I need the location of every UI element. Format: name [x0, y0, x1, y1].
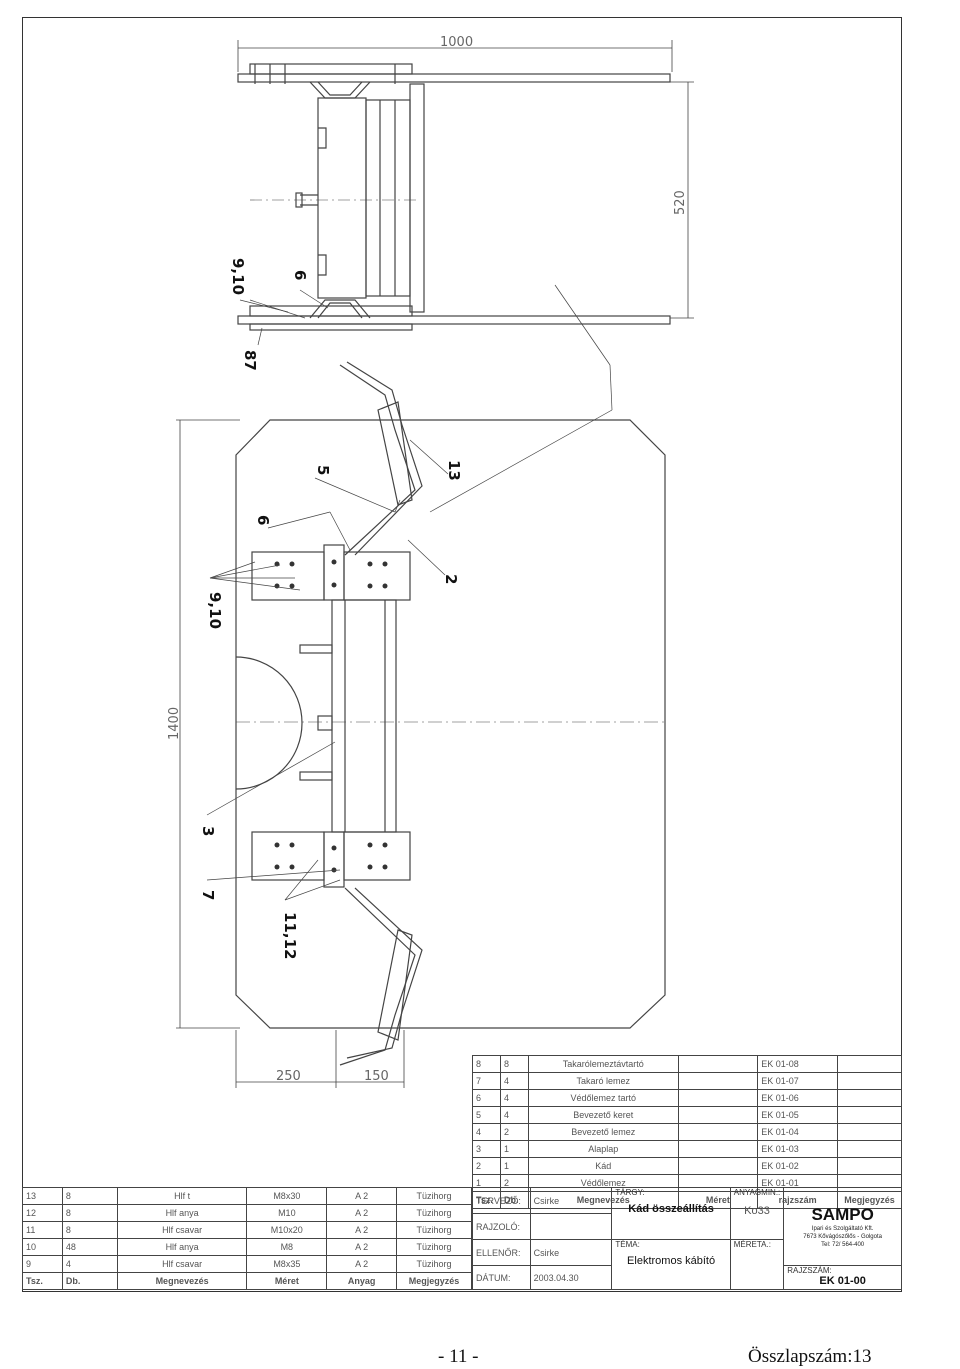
callout-label: 3 — [199, 826, 217, 836]
top-view — [237, 40, 694, 513]
callout-label: 13 — [445, 460, 463, 481]
callout-label: 11,12 — [281, 912, 299, 959]
callout-label: 6 — [291, 270, 309, 280]
title-row-ellenor: ELLENŐR: Csirke TÉMA: Elektromos kábító … — [472, 1239, 902, 1290]
title-block: TERVEZŐ: Csirke TÁRGY: Kád összeállítás … — [472, 1187, 902, 1290]
callout-label: 7 — [199, 890, 217, 900]
dim-width-top: 1000 — [440, 35, 473, 50]
front-view — [176, 361, 666, 1088]
callout-label: 2 — [442, 574, 460, 584]
dim-left-offset: 250 — [276, 1069, 301, 1084]
dim-depth-top: 520 — [673, 190, 688, 215]
total-pages: Összlapszám:13 — [748, 1346, 872, 1367]
drawing-frame — [22, 17, 902, 1292]
callout-label: 9,10 — [229, 258, 247, 295]
callout-label: 87 — [241, 350, 259, 371]
page-number: - 11 - — [438, 1346, 479, 1367]
company-logo: SAMPO — [811, 1204, 874, 1224]
title-row-datum: DÁTUM: 2003.04.30 RAJZSZÁM: EK 01-00 — [472, 1265, 902, 1290]
title-row-tervezo: TERVEZŐ: Csirke TÁRGY: Kád összeállítás … — [472, 1187, 902, 1266]
company-block: SAMPO Ipari és Szolgáltató Kft. 7673 Kőv… — [783, 1187, 902, 1266]
callout-label: 6 — [254, 515, 272, 525]
dim-right-offset: 150 — [364, 1069, 389, 1084]
dim-height-side: 1400 — [167, 707, 182, 740]
callout-label: 5 — [314, 465, 332, 475]
callout-label: 9,10 — [206, 592, 224, 629]
